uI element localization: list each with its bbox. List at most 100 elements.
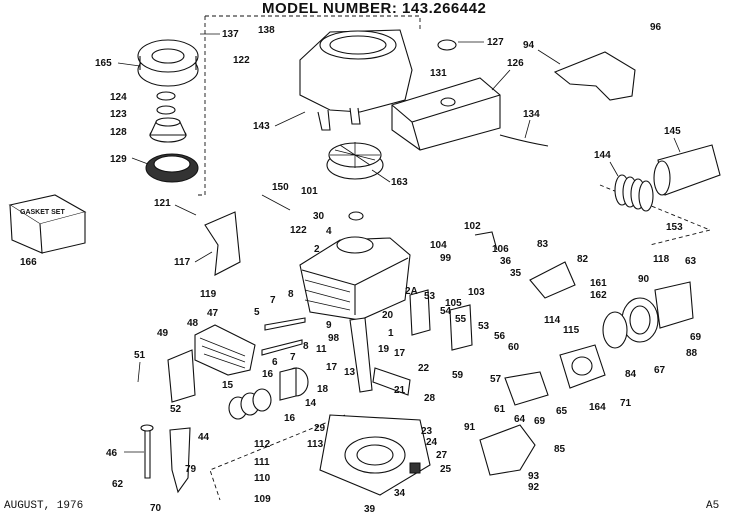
callout-93: 93: [528, 471, 540, 482]
tank-bracket: [553, 51, 636, 101]
callout-98: 98: [328, 333, 340, 344]
callout-122a: 122: [233, 55, 250, 66]
model-number-title: MODEL NUMBER: 143.266442: [262, 0, 487, 17]
cylinder-head: [194, 324, 256, 376]
callout-14: 14: [305, 398, 317, 409]
callout-161: 161: [590, 278, 607, 289]
carburetor: [559, 344, 606, 389]
connecting-rod: [372, 367, 411, 396]
callout-105: 105: [445, 298, 462, 309]
callout-23: 23: [421, 426, 433, 437]
gasket-set-box: GASKET SET: [8, 194, 87, 254]
callout-85: 85: [554, 444, 566, 455]
callout-94: 94: [523, 40, 535, 51]
callout-52: 52: [170, 404, 182, 415]
piston-rings: [228, 388, 272, 420]
washer-124: [156, 91, 176, 101]
callout-106: 106: [492, 244, 509, 255]
callout-99: 99: [440, 253, 452, 264]
callout-82: 82: [577, 254, 589, 265]
callout-111: 111: [254, 457, 270, 468]
callout-150: 150: [272, 182, 289, 193]
gasket-53: [409, 289, 431, 336]
callout-labels: 137 138 122 165 124 123 128 129 143 127 …: [20, 22, 702, 515]
callout-110: 110: [254, 473, 271, 484]
callout-88: 88: [686, 348, 698, 359]
callout-113: 113: [307, 439, 324, 450]
callout-96: 96: [650, 22, 662, 33]
callout-56: 56: [494, 331, 506, 342]
callout-104: 104: [430, 240, 447, 251]
callout-166: 166: [20, 257, 37, 268]
callout-103: 103: [468, 287, 485, 298]
callout-19: 19: [378, 344, 390, 355]
callout-27: 27: [436, 450, 448, 461]
callout-48: 48: [187, 318, 199, 329]
callout-79: 79: [185, 464, 197, 475]
head-bracket: [167, 349, 196, 403]
callout-144: 144: [594, 150, 611, 161]
callout-47: 47: [207, 308, 219, 319]
gasket-55: [449, 304, 473, 351]
callout-83: 83: [537, 239, 549, 250]
callout-109: 109: [254, 494, 271, 505]
callout-119: 119: [200, 289, 217, 300]
gasket-set-label: GASKET SET: [20, 209, 65, 216]
callout-24: 24: [426, 437, 438, 448]
rewind-starter: [137, 39, 199, 87]
callout-35: 35: [510, 268, 522, 279]
callout-34: 34: [394, 488, 406, 499]
callout-36: 36: [500, 256, 512, 267]
callout-29: 29: [314, 423, 326, 434]
callout-62: 62: [112, 479, 124, 490]
crankshaft: [349, 317, 373, 393]
fill-tube: [169, 427, 191, 494]
left-group-frame: [195, 16, 206, 196]
callout-2: 2: [314, 244, 320, 255]
engine-base: [319, 414, 431, 496]
callout-121: 121: [154, 198, 171, 209]
callout-5: 5: [254, 307, 260, 318]
callout-63: 63: [685, 256, 697, 267]
callout-114: 114: [544, 315, 561, 326]
callout-143: 143: [253, 121, 270, 132]
callout-8a: 8: [288, 289, 294, 300]
callout-164: 164: [589, 402, 606, 413]
callout-6: 6: [272, 357, 278, 368]
callout-16a: 16: [262, 369, 274, 380]
callout-4: 4: [326, 226, 332, 237]
callout-64: 64: [514, 414, 526, 425]
callout-53a: 53: [424, 291, 436, 302]
rotating-screen: [145, 153, 199, 183]
callout-55: 55: [455, 314, 467, 325]
callout-53b: 53: [478, 321, 490, 332]
callout-69b: 69: [534, 416, 546, 427]
footer-page: A5: [706, 500, 720, 512]
fuel-cap: [437, 39, 457, 51]
callout-15: 15: [222, 380, 234, 391]
callout-131: 131: [430, 68, 447, 79]
callout-137: 137: [222, 29, 239, 40]
callout-153: 153: [666, 222, 683, 233]
callout-7b: 7: [290, 352, 296, 363]
callout-28: 28: [424, 393, 436, 404]
air-filter-assembly: [602, 281, 694, 349]
callout-59: 59: [452, 370, 464, 381]
callout-165: 165: [95, 58, 112, 69]
callout-84: 84: [625, 369, 637, 380]
muffler: [479, 424, 536, 476]
callout-11: 11: [316, 344, 327, 355]
callout-118: 118: [653, 254, 670, 265]
cylinder-block: [299, 236, 411, 321]
callout-112: 112: [254, 439, 271, 450]
callout-21: 21: [394, 385, 406, 396]
footer-date: AUGUST, 1976: [4, 500, 84, 512]
callout-126: 126: [507, 58, 524, 69]
callout-124: 124: [110, 92, 127, 103]
callout-127: 127: [487, 37, 504, 48]
callout-22: 22: [418, 363, 430, 374]
callout-162: 162: [590, 290, 607, 301]
callout-17b: 17: [394, 348, 406, 359]
fuel-tank: [391, 77, 501, 151]
